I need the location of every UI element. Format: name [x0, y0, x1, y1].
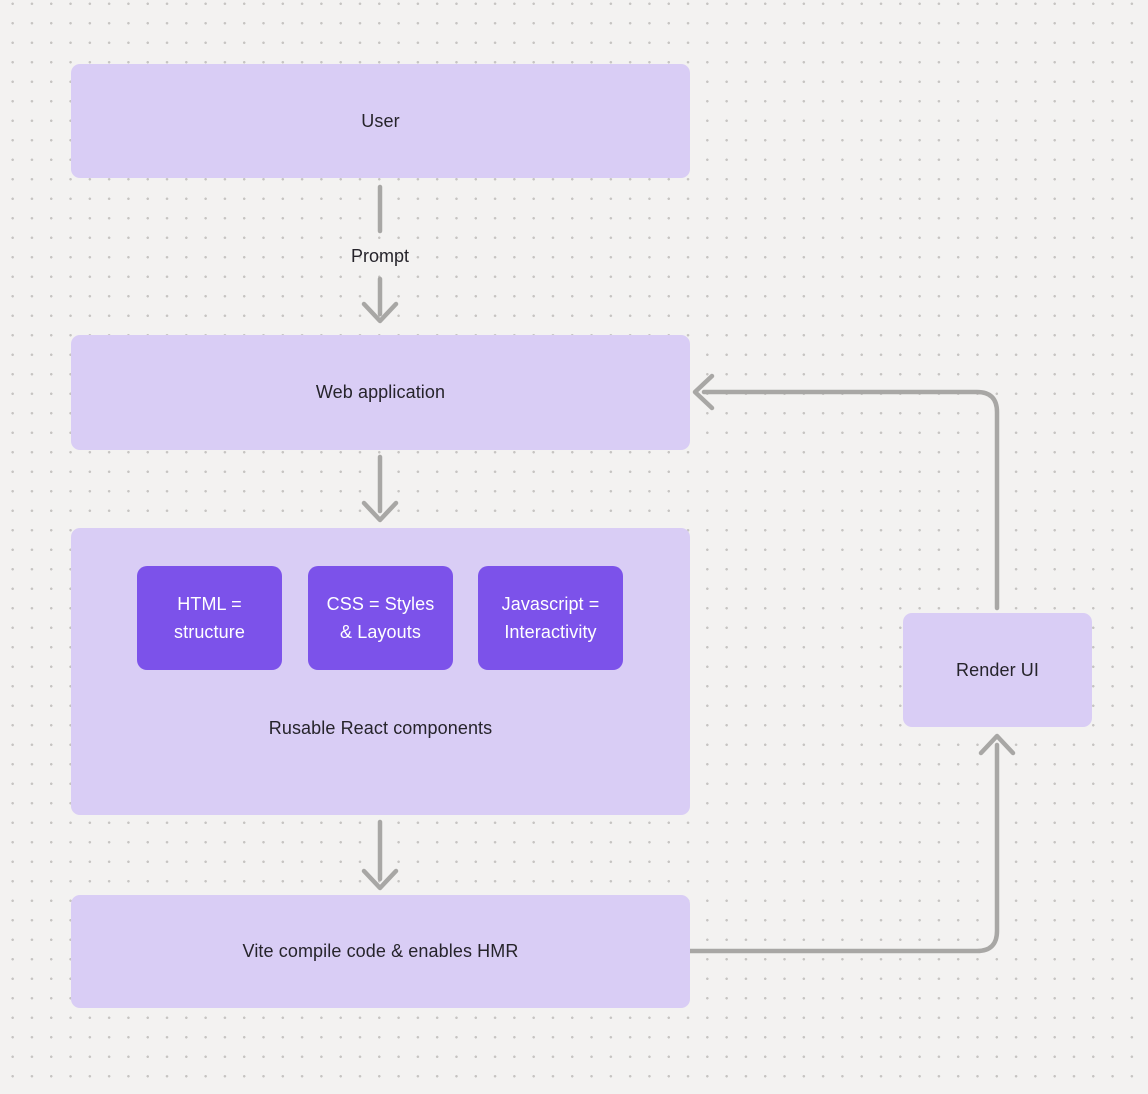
- node-vite-compile[interactable]: Vite compile code & enables HMR: [71, 895, 690, 1008]
- edge-render-to-webapp-line: [701, 389, 1000, 611]
- node-user[interactable]: User: [71, 64, 690, 178]
- edge-label-prompt: Prompt: [350, 246, 410, 266]
- node-javascript-interactivity-line2: Interactivity: [504, 622, 597, 642]
- node-css-styles[interactable]: CSS = Styles & Layouts: [308, 566, 453, 670]
- node-javascript-interactivity[interactable]: Javascript = Interactivity: [478, 566, 623, 670]
- node-css-styles-line1: CSS = Styles: [326, 594, 435, 614]
- node-html-structure[interactable]: HTML = structure: [137, 566, 282, 670]
- react-components-caption: Rusable React components: [268, 718, 493, 738]
- node-user-label: User: [361, 110, 400, 131]
- node-vite-compile-label: Vite compile code & enables HMR: [242, 941, 519, 961]
- node-web-application[interactable]: Web application: [71, 335, 690, 450]
- arrowhead-left-webapp-icon: [692, 373, 715, 411]
- node-html-structure-line2: structure: [174, 622, 245, 642]
- node-web-application-label: Web application: [315, 382, 446, 402]
- arrowhead-down-vite-icon: [361, 868, 399, 891]
- arrowhead-up-render-icon: [978, 733, 1016, 756]
- node-css-styles-line2: & Layouts: [340, 622, 421, 642]
- node-render-ui-label: Render UI: [956, 659, 1039, 680]
- node-react-components-group[interactable]: HTML = structure CSS = Styles & Layouts …: [71, 528, 690, 815]
- node-render-ui[interactable]: Render UI: [903, 613, 1092, 727]
- node-javascript-interactivity-line1: Javascript =: [501, 594, 600, 614]
- arrowhead-down-components-icon: [361, 500, 399, 523]
- node-html-structure-line1: HTML =: [177, 594, 242, 614]
- arrowhead-down-webapp-icon: [361, 301, 399, 324]
- edge-vite-to-render-line: [687, 742, 1000, 954]
